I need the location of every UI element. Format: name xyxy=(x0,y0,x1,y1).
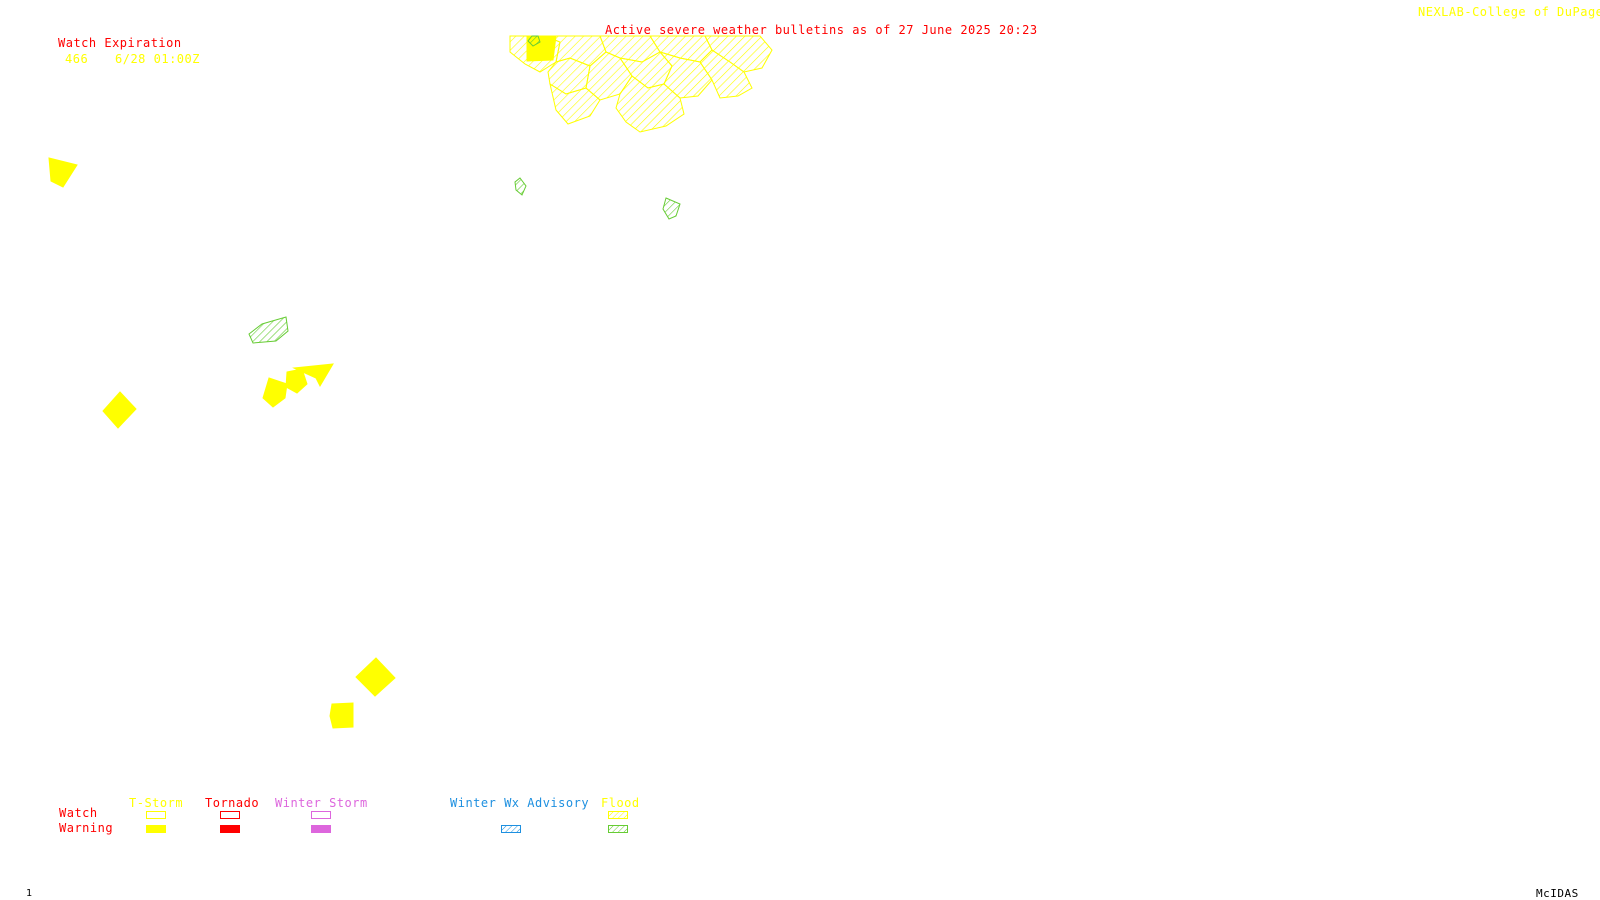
tstorm-warning-polygon xyxy=(102,391,137,429)
watch-expiration-label: Watch Expiration xyxy=(58,36,182,50)
credit-text: NEXLAB-College of DuPage R xyxy=(1418,5,1600,19)
legend-category-tstorm: T-Storm xyxy=(129,796,184,810)
legend-swatch-tstorm-watch xyxy=(146,811,166,819)
tstorm-warning-polygon xyxy=(329,702,354,729)
legend-swatch-winter-storm-watch xyxy=(311,811,331,819)
bulletin-title: Active severe weather bulletins as of 27… xyxy=(605,23,1038,37)
legend-swatch-tornado-watch xyxy=(220,811,240,819)
tstorm-warning-polygon xyxy=(48,157,78,188)
flood-watch-county xyxy=(658,51,713,99)
legend-swatch-winter-advisory xyxy=(501,825,521,833)
watch-expiry-time: 6/28 01:00Z xyxy=(115,52,200,66)
software-label: McIDAS xyxy=(1536,887,1579,900)
flood-watch-area xyxy=(509,35,773,133)
flood-warning-polygon xyxy=(514,177,527,196)
legend-swatch-flood-warning xyxy=(608,825,628,833)
flood-watch-county xyxy=(549,82,601,125)
flood-warning-polygon xyxy=(662,197,681,220)
tstorm-warning-polygon xyxy=(292,363,334,388)
legend-row-watch: Watch xyxy=(59,806,98,820)
legend-swatch-tstorm-warning xyxy=(146,825,166,833)
legend-swatch-winter-storm-warning xyxy=(311,825,331,833)
legend-category-tornado: Tornado xyxy=(205,796,260,810)
tstorm-warnings xyxy=(48,35,557,729)
flood-watch-county xyxy=(615,75,685,133)
flood-warning-polygon xyxy=(248,316,289,344)
legend-row-warning: Warning xyxy=(59,821,114,835)
flood-watch-county xyxy=(699,49,753,99)
legend-category-winter-storm: Winter Storm xyxy=(275,796,368,810)
tstorm-warning-polygon xyxy=(355,657,396,697)
watch-number: 466 xyxy=(65,52,89,66)
legend-swatch-tornado-warning xyxy=(220,825,240,833)
frame-number: 1 xyxy=(26,888,33,899)
flood-warning-polygon xyxy=(527,35,541,47)
legend-category-flood: Flood xyxy=(601,796,640,810)
legend-swatch-flood-watch xyxy=(608,811,628,819)
flood-warnings xyxy=(248,35,681,344)
tstorm-warning-polygon xyxy=(262,377,288,408)
legend-category-winter-advisory: Winter Wx Advisory xyxy=(450,796,590,810)
